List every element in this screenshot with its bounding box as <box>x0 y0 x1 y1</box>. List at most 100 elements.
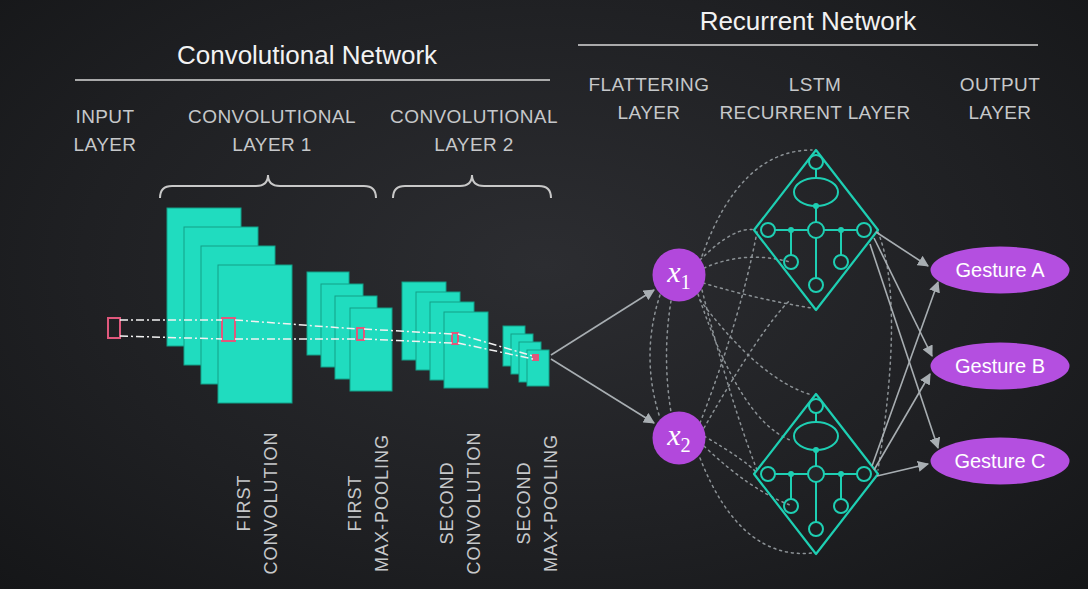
text-line: SECOND <box>434 418 461 588</box>
output-arrow <box>874 374 930 470</box>
math-variable: x <box>667 255 680 288</box>
node-shape <box>653 412 706 465</box>
operation-label: FIRST MAX-POOLING <box>342 418 396 588</box>
layer-label: FLATTERING LAYER <box>589 71 710 127</box>
layer-label: OUTPUT LAYER <box>960 71 1041 127</box>
header-underline <box>75 79 550 81</box>
layer-brace <box>160 175 551 198</box>
recurrent-connection <box>702 150 812 256</box>
recurrent-connection <box>650 295 660 418</box>
recurrent-connection <box>650 150 892 553</box>
projection-line <box>364 329 452 334</box>
text-line: INPUT <box>74 103 137 131</box>
text-line: RECURRENT LAYER <box>719 99 910 127</box>
text-line: CONVOLUTION <box>461 418 488 588</box>
node-label: Gesture B <box>955 355 1045 378</box>
receptive-field <box>452 333 458 344</box>
feature-map <box>350 308 392 391</box>
text-line: CONVOLUTIONAL <box>188 103 356 131</box>
lstm-cell <box>754 394 878 554</box>
projection-line <box>458 343 533 359</box>
receptive-field <box>533 355 538 360</box>
feature-map <box>444 312 488 388</box>
node-label: Gesture C <box>954 450 1045 473</box>
node-shape <box>931 247 1070 294</box>
operation-label: SECOND CONVOLUTION <box>434 418 488 588</box>
output-arrow <box>872 282 938 466</box>
node-text-group: Gesture C <box>954 450 1045 473</box>
node-label: x1 <box>667 255 691 294</box>
node-text-group: x2 <box>667 418 691 457</box>
text-line: LAYER <box>74 131 137 159</box>
feature-map <box>167 208 549 403</box>
text-line: LSTM <box>719 71 910 99</box>
recurrent-connection <box>702 290 757 470</box>
node-label: Gesture A <box>956 259 1045 282</box>
text-line: MAX-POOLING <box>538 418 565 588</box>
output-class: Gesture A <box>930 246 1070 294</box>
layer-label: CONVOLUTIONAL LAYER 1 <box>188 103 356 159</box>
input-neuron: x1 <box>652 248 706 302</box>
layer-label: INPUT LAYER <box>74 103 137 159</box>
node-shape <box>931 343 1070 390</box>
recurrent-connection <box>704 436 756 472</box>
text-line: SECOND <box>511 418 538 588</box>
recurrent-connection <box>667 301 672 412</box>
output-class: Gesture B <box>930 342 1070 390</box>
math-subscript: 2 <box>681 434 691 456</box>
output-class: Gesture C <box>930 437 1070 485</box>
lstm-cell <box>754 150 878 310</box>
receptive-field <box>108 318 538 360</box>
projection-line <box>120 320 533 359</box>
text-line: LAYER 1 <box>188 131 356 159</box>
feature-map <box>218 265 292 403</box>
text-line: FIRST <box>342 418 369 588</box>
node-shape <box>653 249 706 302</box>
node-text-group: Gesture B <box>955 355 1045 378</box>
recurrent-connection <box>700 229 756 260</box>
recurrent-connection <box>703 283 812 308</box>
projection-line <box>235 338 357 340</box>
output-arrow <box>874 238 932 356</box>
node-shape <box>931 438 1070 485</box>
flatten-arrow <box>551 359 654 423</box>
layer-brace <box>393 175 551 198</box>
text-line: FIRST <box>231 418 258 588</box>
text-line: LAYER <box>589 99 710 127</box>
text-line: MAX-POOLING <box>369 418 396 588</box>
recurrent-connection <box>700 300 812 395</box>
output-arrow <box>877 464 928 476</box>
output-arrow <box>870 232 938 476</box>
operation-label: FIRST CONVOLUTION <box>231 418 285 588</box>
node-label: x2 <box>667 418 691 457</box>
header-underline <box>578 44 1038 46</box>
text-line: CONVOLUTIONAL <box>390 103 558 131</box>
text-line: OUTPUT <box>960 71 1041 99</box>
text-line: LAYER <box>960 99 1041 127</box>
recurrent-connection <box>700 232 757 423</box>
operation-label: SECOND MAX-POOLING <box>511 418 565 588</box>
recurrent-connection <box>704 446 790 505</box>
recurrent-connection <box>704 300 790 428</box>
section-title: Convolutional Network <box>177 39 437 71</box>
section-title: Recurrent Network <box>700 5 917 37</box>
text-line: CONVOLUTION <box>258 418 285 588</box>
math-subscript: 1 <box>681 271 691 293</box>
node-text-group: Gesture A <box>956 259 1045 282</box>
receptive-field <box>357 328 364 340</box>
input-neuron: x2 <box>652 411 706 465</box>
text-line: LAYER 2 <box>390 131 558 159</box>
flatten-arrow <box>551 290 654 355</box>
projection-line <box>120 319 222 321</box>
math-variable: x <box>667 418 680 451</box>
receptive-field <box>222 318 235 341</box>
layer-label: LSTM RECURRENT LAYER <box>719 71 910 127</box>
text-line: FLATTERING <box>589 71 710 99</box>
receptive-field <box>108 318 120 338</box>
layer-label: CONVOLUTIONAL LAYER 2 <box>390 103 558 159</box>
node-text-group: x1 <box>667 255 691 294</box>
output-arrow <box>876 232 928 266</box>
projection-line <box>235 320 357 329</box>
layer-brace <box>160 175 376 198</box>
